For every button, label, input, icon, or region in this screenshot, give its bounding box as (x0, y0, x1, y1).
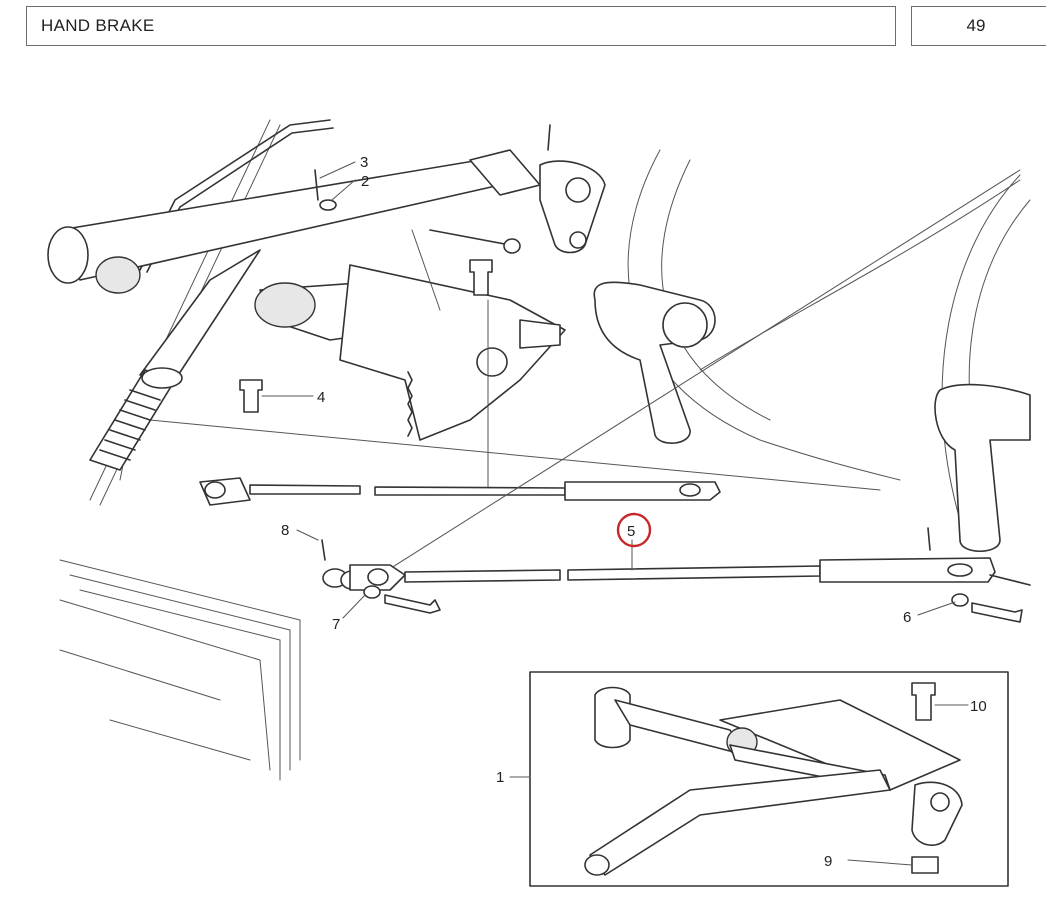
callout-9: 9 (824, 853, 832, 870)
highlight-circle (616, 512, 652, 548)
callout-8: 8 (281, 522, 289, 539)
callout-2: 2 (361, 173, 369, 190)
callout-3: 3 (360, 154, 368, 171)
lower-brake-rod (321, 169, 1031, 623)
page-title-box: HAND BRAKE (26, 6, 896, 46)
callout-4: 4 (317, 389, 325, 406)
callout-1: 1 (496, 769, 504, 786)
page-number-box: 49 (911, 6, 1046, 46)
callout-leaders (261, 161, 969, 866)
callout-6: 6 (903, 609, 911, 626)
inset-lever-detail (529, 671, 1009, 887)
callout-5: 5 (627, 523, 635, 540)
upper-brake-rod (199, 477, 721, 506)
callout-7: 7 (332, 616, 340, 633)
handbrake-lever-assembly (47, 119, 606, 491)
callout-10: 10 (970, 698, 987, 715)
background-pedal (593, 281, 1031, 552)
page-number: 49 (966, 16, 986, 35)
page-title: HAND BRAKE (41, 16, 155, 35)
